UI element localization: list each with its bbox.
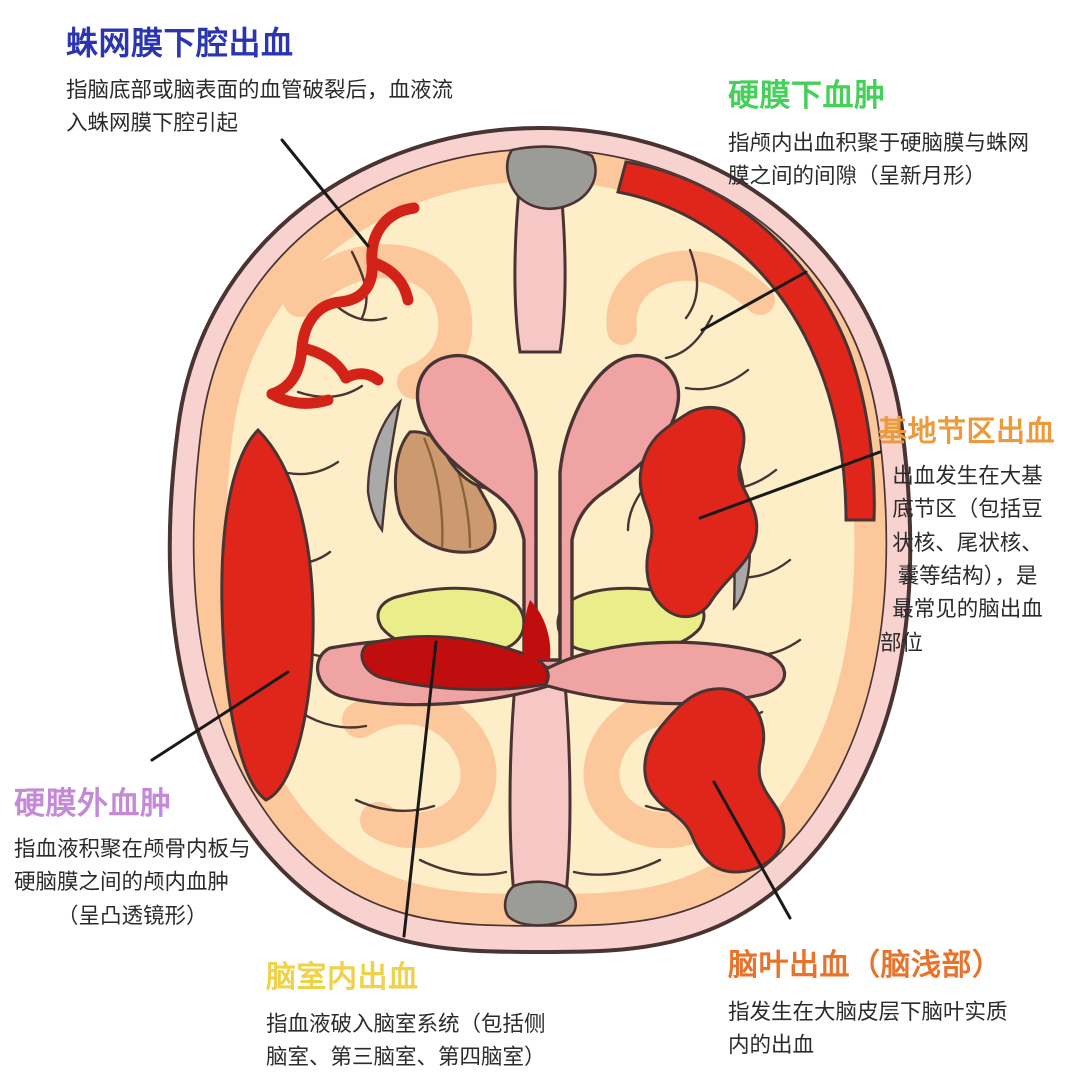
label-subdural-hematoma: 硬膜下血肿 指颅内出血积聚于硬脑膜与蛛网 膜之间的间隙（呈新月形） (728, 70, 1029, 194)
superior-sagittal-sinus (505, 145, 597, 210)
cerebral-cortex-gyri (194, 150, 886, 925)
text-line: 出血发生在大基 (892, 464, 1043, 488)
text-line: 指血液积聚在颅骨内板与 (14, 837, 251, 861)
label-title-subdural: 硬膜下血肿 (728, 78, 886, 113)
label-title-epidural: 硬膜外血肿 (14, 786, 172, 821)
leader-subdural (700, 270, 808, 332)
leader-lines (150, 138, 882, 938)
thalamus (415, 353, 681, 674)
epidural-lens (220, 427, 315, 802)
straight-sinus (503, 880, 577, 927)
text-line: 膜之间的间隙（呈新月形） (728, 164, 987, 189)
lobar-blob (643, 687, 786, 874)
text-line: 硬脑膜之间的颅内血肿 (14, 870, 230, 895)
label-title-basal-ganglia: 基地节区出血 (878, 416, 1056, 448)
text-line: 最常见的脑出血 (892, 597, 1043, 622)
label-body-intraventricular: 指血液破入脑室系统（包括侧 脑室、第三脑室、第四脑室） (266, 1008, 546, 1075)
leader-epidural (150, 670, 290, 762)
text-line: 状核、尾状核、 (892, 530, 1043, 555)
subarachnoid-vessels (266, 202, 420, 409)
text-line: 内的出血 (728, 1033, 815, 1058)
text-line: 指脑底部或脑表面的血管破裂后，血液流 (66, 78, 454, 102)
text-line: 指颅内出血积聚于硬脑膜与蛛网 (728, 131, 1030, 155)
label-basal-ganglia-hemorrhage: 基地节区出血 出血发生在大基 底节区（包括豆 状核、尾状核、 囊等结构），是 最… (878, 408, 1056, 660)
label-intraventricular-hemorrhage: 脑室内出血 指血液破入脑室系统（包括侧 脑室、第三脑室、第四脑室） (266, 952, 546, 1075)
text-line: 脑室、第三脑室、第四脑室） (266, 1045, 546, 1070)
text-line: 底节区（包括豆 (892, 497, 1043, 522)
text-line: 部位 (880, 630, 924, 655)
label-title-subarachnoid: 蛛网膜下腔出血 (66, 25, 294, 61)
leader-intraventricular (402, 640, 438, 938)
label-lobar-hemorrhage: 脑叶出血（脑浅部） 指发生在大脑皮层下脑叶实质 内的出血 (728, 940, 1008, 1063)
label-title-intraventricular: 脑室内出血 (266, 961, 419, 994)
text-line: 入蛛网膜下腔引起 (66, 111, 239, 136)
label-body-lobar: 指发生在大脑皮层下脑叶实质 内的出血 (728, 996, 1008, 1063)
label-epidural-hematoma: 硬膜外血肿 指血液积聚在颅骨内板与 硬脑膜之间的颅内血肿 （呈凸透镜形） (14, 778, 251, 933)
leader-basal-ganglia (698, 450, 882, 520)
subdural-crescent (616, 160, 876, 522)
text-line: 囊等结构），是 (897, 563, 1038, 588)
text-line: （呈凸透镜形） (57, 903, 208, 928)
label-title-lobar: 脑叶出血（脑浅部） (728, 949, 1003, 982)
text-line: 指血液破入脑室系统（包括侧 (266, 1012, 546, 1036)
insular-gray-sliver (366, 398, 403, 534)
label-body-subarachnoid: 指脑底部或脑表面的血管破裂后，血液流 入蛛网膜下腔引起 (66, 74, 453, 141)
basal-ganglia-blob (638, 405, 759, 619)
label-subarachnoid-hemorrhage: 蛛网膜下腔出血 指脑底部或脑表面的血管破裂后，血液流 入蛛网膜下腔引起 (66, 18, 453, 141)
text-line: 指发生在大脑皮层下脑叶实质 (728, 1000, 1008, 1024)
leader-subarachnoid (280, 138, 370, 248)
label-body-epidural: 指血液积聚在颅骨内板与 硬脑膜之间的颅内血肿 （呈凸透镜形） (14, 833, 251, 933)
label-body-subdural: 指颅内出血积聚于硬脑膜与蛛网 膜之间的间隙（呈新月形） (728, 127, 1029, 194)
intraventricular-blood (360, 600, 551, 692)
leader-lobar (712, 780, 792, 920)
label-body-basal-ganglia: 出血发生在大基 底节区（包括豆 状核、尾状核、 囊等结构），是 最常见的脑出血 … (880, 460, 1055, 660)
